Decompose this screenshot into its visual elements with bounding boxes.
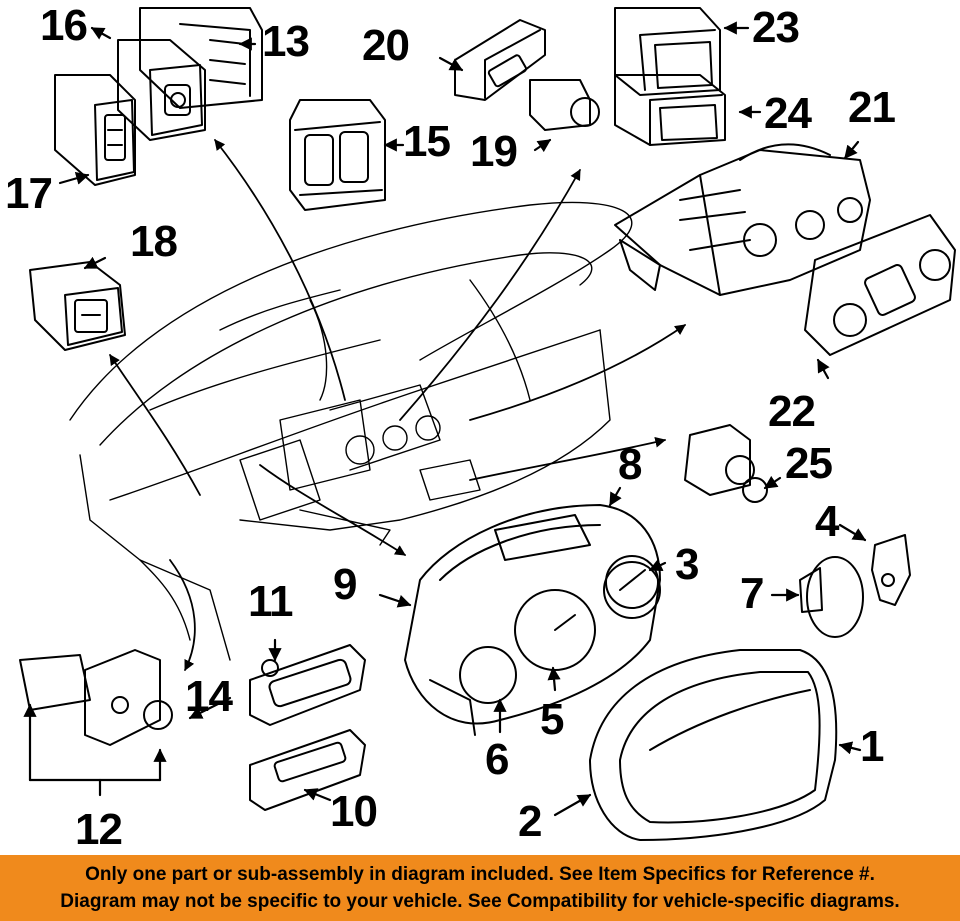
disclaimer-banner: Only one part or sub-assembly in diagram… xyxy=(0,855,960,921)
callout-13: 13 xyxy=(262,17,310,66)
instrument-cluster-9 xyxy=(404,504,661,736)
callout-16: 16 xyxy=(40,1,88,50)
switch-18 xyxy=(29,261,126,351)
callout-1: 1 xyxy=(860,722,885,771)
callout-18: 18 xyxy=(130,217,178,266)
switch-15 xyxy=(289,99,386,211)
location-arrows xyxy=(109,139,686,671)
switch-24 xyxy=(614,74,726,146)
callout-14: 14 xyxy=(185,672,233,721)
climate-panel-22 xyxy=(804,214,956,356)
callout-20: 20 xyxy=(362,21,410,70)
callout-19: 19 xyxy=(470,127,518,176)
callout-11: 11 xyxy=(248,577,294,626)
dashboard-outline xyxy=(69,201,633,661)
gauge-face-4 xyxy=(871,534,911,606)
callout-12: 12 xyxy=(75,805,123,854)
switch-16 xyxy=(117,39,206,141)
gauge-3 xyxy=(605,555,659,609)
cluster-lens-1 xyxy=(589,649,838,841)
callout-22: 22 xyxy=(768,387,816,436)
switch-14 xyxy=(19,649,173,746)
switch-19 xyxy=(529,79,600,131)
callout-15: 15 xyxy=(403,117,451,166)
callout-3: 3 xyxy=(675,540,700,589)
callout-17: 17 xyxy=(5,169,53,218)
callout-2: 2 xyxy=(518,797,543,846)
switch-panel-11 xyxy=(249,644,366,726)
callout-7: 7 xyxy=(740,569,765,618)
callout-9: 9 xyxy=(333,560,358,609)
leader-arrows xyxy=(23,21,867,817)
switch-20 xyxy=(454,19,546,101)
sensor-25 xyxy=(684,424,768,503)
callout-23: 23 xyxy=(752,3,800,52)
callout-10: 10 xyxy=(330,787,378,836)
callout-5: 5 xyxy=(540,695,565,744)
callout-6: 6 xyxy=(485,735,510,784)
switch-17 xyxy=(54,74,136,186)
switch-panel-10 xyxy=(249,729,366,811)
gauge-7 xyxy=(799,556,864,638)
callout-21: 21 xyxy=(848,83,896,132)
disclaimer-line-1: Only one part or sub-assembly in diagram… xyxy=(85,864,875,885)
callout-4: 4 xyxy=(815,497,840,546)
callout-25: 25 xyxy=(785,439,833,488)
disclaimer-line-2: Diagram may not be specific to your vehi… xyxy=(60,891,900,912)
callout-24: 24 xyxy=(764,89,812,138)
climate-control-unit-21 xyxy=(614,143,871,296)
exploded-parts-diagram xyxy=(19,7,956,841)
callout-8: 8 xyxy=(618,440,643,489)
switch-23 xyxy=(614,7,721,96)
